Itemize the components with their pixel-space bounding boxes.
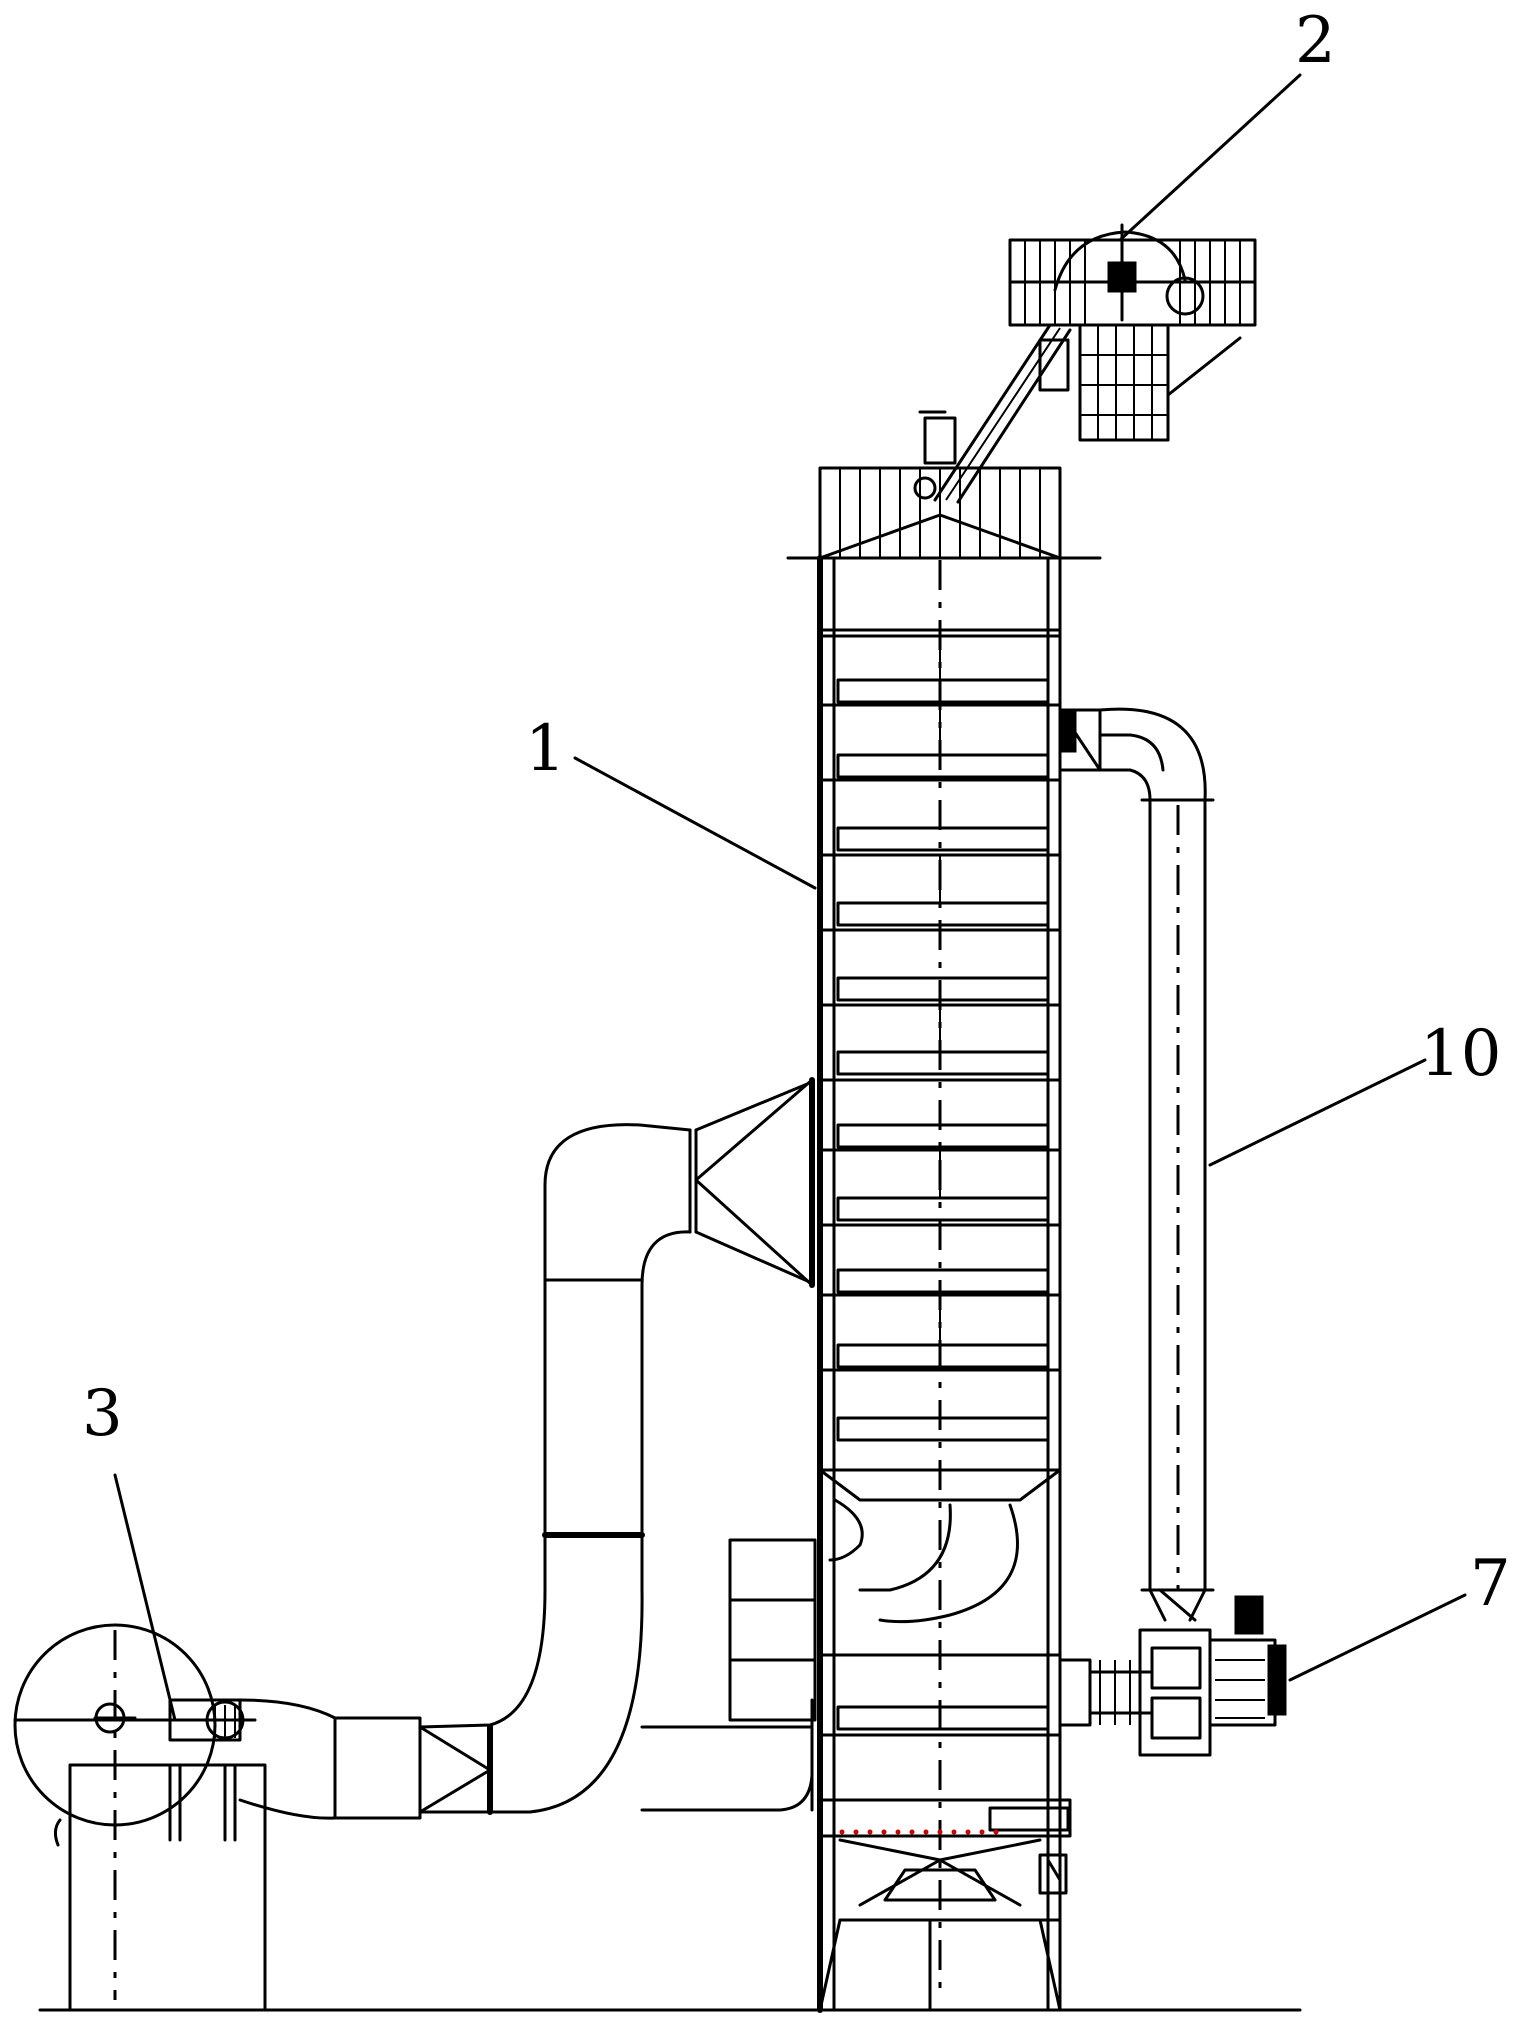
leader-line-7	[1288, 1593, 1467, 1682]
callout-label-10: 10	[1420, 1017, 1501, 1091]
callout-label-7: 7	[1470, 1547, 1511, 1621]
return-air-duct	[1058, 707, 1215, 1622]
leader-line-10	[1208, 1058, 1427, 1167]
dryer-tower	[786, 466, 1102, 2013]
callout-label-1: 1	[525, 712, 566, 786]
tower-top-hatching	[839, 468, 1041, 558]
tower-louver-plates	[836, 678, 1050, 1731]
burner-stove	[13, 1623, 337, 2012]
leader-lines	[113, 73, 1467, 1722]
leader-line-1	[573, 756, 817, 890]
exhaust-fan	[1058, 1595, 1287, 1757]
callout-label-2: 2	[1295, 4, 1336, 78]
discharge-grate-dots	[839, 1829, 999, 1835]
elevator-head	[913, 223, 1257, 504]
leader-line-3	[113, 1473, 177, 1722]
callout-label-3: 3	[82, 1377, 123, 1451]
hot-air-duct	[333, 1077, 817, 1820]
leader-line-2	[1118, 73, 1302, 242]
